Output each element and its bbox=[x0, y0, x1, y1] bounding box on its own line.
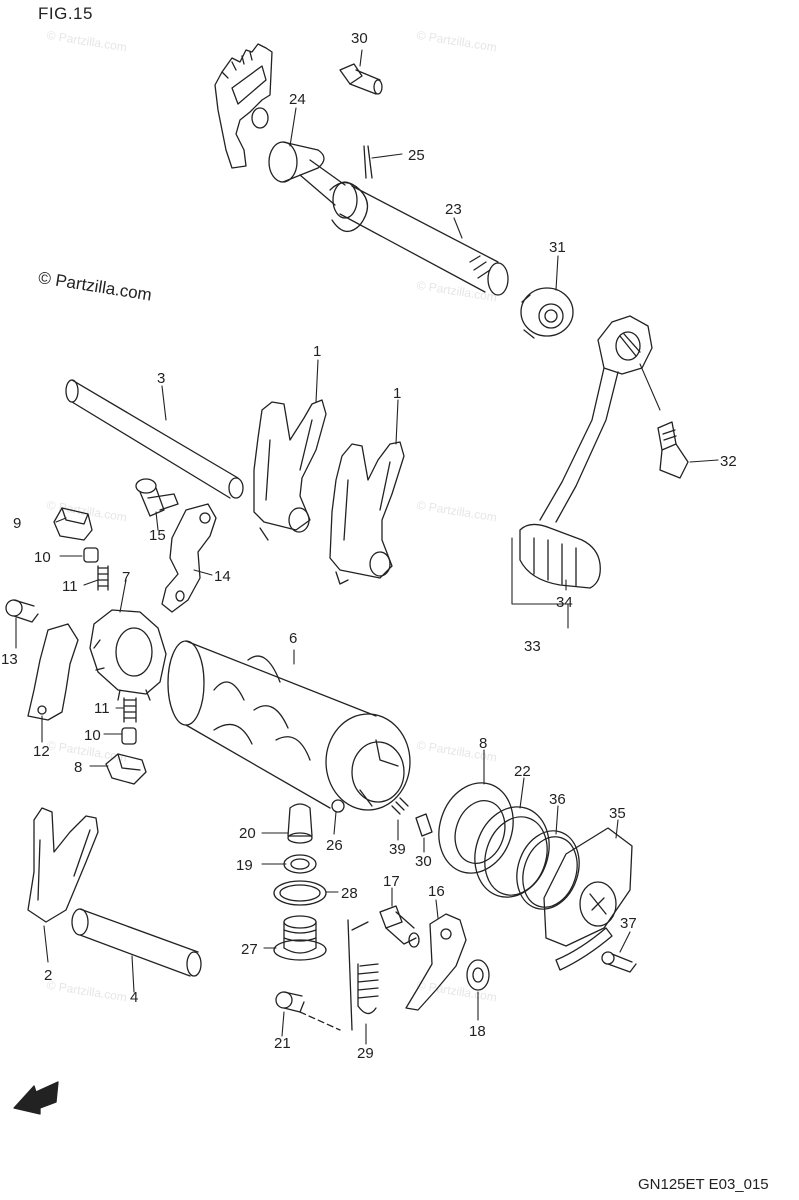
figure-code: GN125ET E03_015 bbox=[638, 1176, 769, 1193]
gearshift-arm-16 bbox=[405, 913, 467, 1011]
callout-24: 26 bbox=[326, 837, 343, 854]
bolt-32 bbox=[657, 421, 689, 479]
callout-10-lower: 10 bbox=[84, 727, 101, 744]
callout-12: 12 bbox=[33, 743, 50, 760]
gear-shift-cam-5 bbox=[167, 640, 411, 811]
fork-shaft-3 bbox=[65, 379, 244, 499]
callout-15: 15 bbox=[149, 527, 166, 544]
callout-31: 31 bbox=[549, 239, 566, 256]
spring-11-upper bbox=[97, 565, 109, 591]
stopper-9 bbox=[53, 507, 93, 541]
callout-32: 32 bbox=[720, 453, 737, 470]
callout-11-lower: 11 bbox=[94, 700, 110, 717]
callout-39: 39 bbox=[389, 841, 406, 858]
o-ring-26 bbox=[273, 880, 327, 906]
callout-3: 3 bbox=[157, 370, 165, 387]
spring-11-lower bbox=[123, 697, 137, 723]
gasket-23 bbox=[474, 806, 550, 898]
switch-25 bbox=[273, 915, 327, 961]
gear-shift-cam-plate-12 bbox=[27, 623, 79, 721]
callout-7: 7 bbox=[122, 569, 130, 586]
callout-37: 37 bbox=[620, 915, 637, 932]
callout-30-top: 30 bbox=[351, 30, 368, 47]
fwd-arrow-icon: FWD bbox=[13, 1081, 59, 1115]
oil-seal-31 bbox=[520, 287, 574, 339]
figure-title: FIG.15 bbox=[38, 4, 93, 23]
cam-driven-gear-7 bbox=[89, 609, 167, 701]
cam-stopper-plate-14 bbox=[161, 503, 217, 613]
callout-33: 33 bbox=[524, 638, 541, 655]
callout-2: 2 bbox=[44, 967, 52, 984]
pin-30-lower bbox=[415, 813, 433, 837]
pin-15 bbox=[135, 478, 179, 517]
callout-22: 20 bbox=[239, 825, 256, 842]
pin-10-lower bbox=[121, 727, 137, 745]
pin-24 bbox=[331, 799, 345, 813]
callout-21: 21 bbox=[274, 1035, 291, 1052]
callout-35: 35 bbox=[609, 805, 626, 822]
plug-22 bbox=[287, 803, 313, 844]
o-ring-36 bbox=[516, 830, 580, 910]
callout-23: 22 bbox=[514, 763, 531, 780]
callout-labels: 30 24 25 23 31 1 1 3 32 15 9 10 11 7 14 … bbox=[1, 30, 737, 1062]
callout-18: 18 bbox=[469, 1023, 486, 1040]
bolt-30-top bbox=[339, 63, 383, 95]
callout-6: 8 bbox=[479, 735, 487, 752]
callout-13: 13 bbox=[1, 651, 18, 668]
leader-lines bbox=[15, 49, 719, 1045]
callout-25: 27 bbox=[241, 941, 258, 958]
callout-36: 36 bbox=[549, 791, 566, 808]
return-spring-20 bbox=[347, 919, 379, 1031]
shift-fork-1b bbox=[329, 441, 405, 585]
callout-5: 6 bbox=[289, 630, 297, 647]
callout-8: 8 bbox=[74, 759, 82, 776]
stopper-8 bbox=[105, 753, 147, 785]
callout-27: 23 bbox=[445, 201, 462, 218]
callout-34: 34 bbox=[556, 594, 573, 611]
shift-fork-2 bbox=[27, 807, 99, 923]
spring-39 bbox=[391, 797, 409, 815]
gasket-6 bbox=[438, 782, 514, 874]
callout-14: 14 bbox=[214, 568, 231, 585]
callout-11-upper: 11 bbox=[62, 578, 78, 595]
gear-position-switch-35 bbox=[543, 827, 633, 971]
bolt-21 bbox=[275, 991, 341, 1031]
callout-19: 19 bbox=[236, 857, 253, 874]
callout-28: 24 bbox=[289, 91, 306, 108]
callout-9: 9 bbox=[13, 515, 21, 532]
bolt-17 bbox=[379, 905, 420, 948]
callout-26: 28 bbox=[341, 885, 358, 902]
callout-29: 25 bbox=[408, 147, 425, 164]
pin-10-upper bbox=[83, 547, 99, 563]
washer-18 bbox=[466, 959, 490, 991]
callout-1a: 1 bbox=[313, 343, 321, 360]
callout-17: 17 bbox=[383, 873, 400, 890]
bolt-13 bbox=[5, 599, 39, 623]
callout-16: 16 bbox=[428, 883, 445, 900]
shift-fork-1a bbox=[253, 399, 327, 541]
gearshift-lever bbox=[519, 315, 653, 589]
screw-37 bbox=[601, 951, 637, 973]
o-ring-19 bbox=[283, 854, 317, 874]
callout-1b: 1 bbox=[393, 385, 401, 402]
fork-shaft-4 bbox=[71, 908, 202, 977]
callout-30-lower: 30 bbox=[415, 853, 432, 870]
callout-4: 4 bbox=[130, 989, 138, 1006]
callout-20: 29 bbox=[357, 1045, 374, 1062]
gearshift-shaft-assembly bbox=[214, 43, 509, 296]
callout-10-upper: 10 bbox=[34, 549, 51, 566]
